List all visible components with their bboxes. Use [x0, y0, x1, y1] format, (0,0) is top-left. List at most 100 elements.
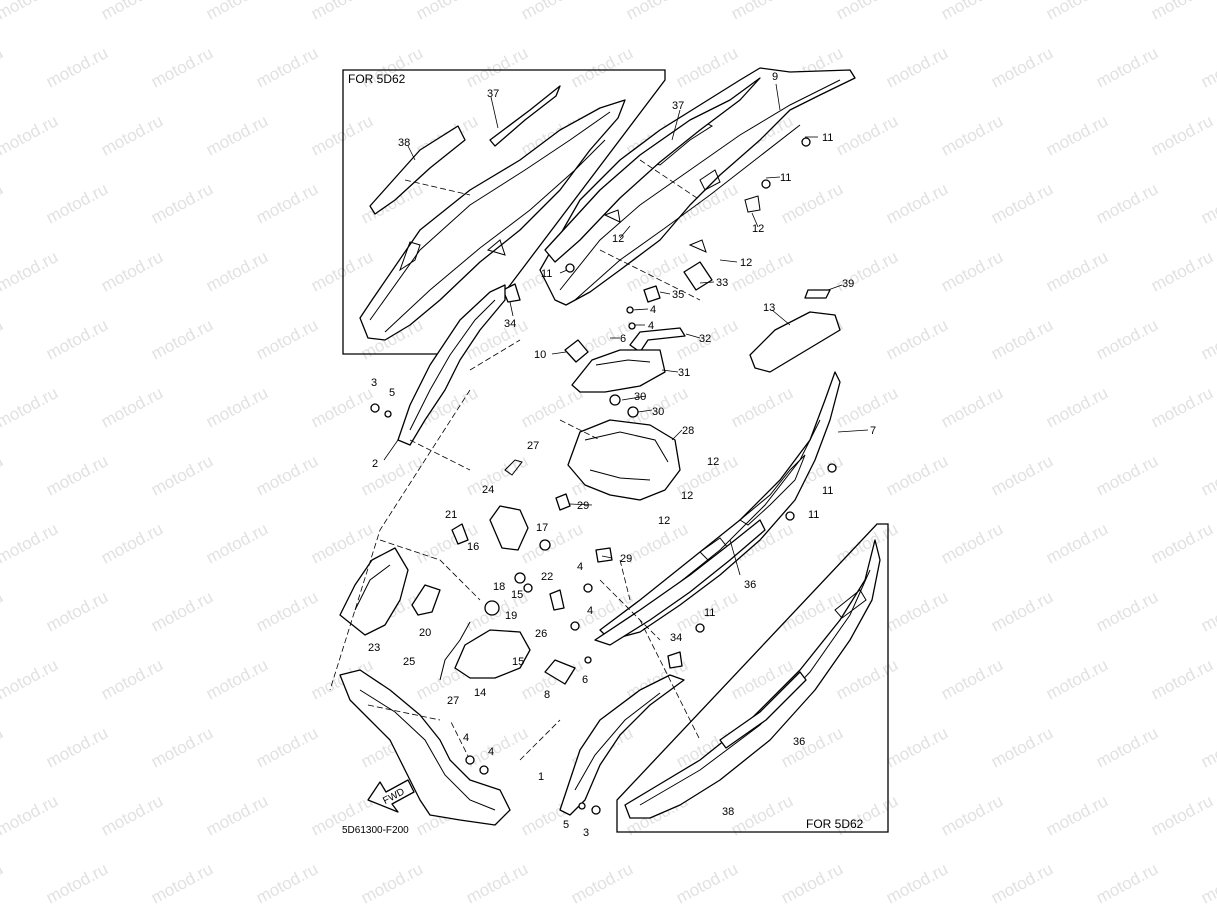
watermark-text: motod.ru	[98, 791, 166, 839]
part-19	[484, 600, 500, 616]
part-36	[594, 519, 766, 646]
watermark-text: motod.ru	[0, 859, 6, 907]
watermark-text: motod.ru	[1198, 315, 1217, 363]
callout-19: 19	[505, 610, 517, 622]
bolt-30-b	[627, 406, 639, 418]
callout-24: 24	[482, 484, 494, 496]
part-18	[514, 572, 526, 584]
watermark-text: motod.ru	[778, 179, 846, 227]
watermark-text: motod.ru	[1043, 519, 1111, 567]
part-24	[489, 505, 529, 551]
watermark-text: motod.ru	[148, 179, 216, 227]
watermark-text: motod.ru	[98, 247, 166, 295]
watermark-text: motod.ru	[1148, 0, 1216, 24]
watermark-text: motod.ru	[988, 859, 1056, 907]
callout-27: 27	[447, 695, 459, 707]
callout-28: 28	[682, 425, 694, 437]
watermark-text: motod.ru	[778, 859, 846, 907]
watermark-text: motod.ru	[883, 179, 951, 227]
watermark-text: motod.ru	[253, 43, 321, 91]
callout-5: 5	[563, 819, 569, 831]
watermark-text: motod.ru	[1043, 247, 1111, 295]
callout-14: 14	[474, 687, 486, 699]
clip-29-b	[595, 547, 613, 563]
watermark-text: motod.ru	[98, 519, 166, 567]
watermark-text: motod.ru	[148, 723, 216, 771]
watermark-text: motod.ru	[0, 383, 61, 431]
watermark-text: motod.ru	[833, 0, 901, 24]
watermark-text: motod.ru	[938, 111, 1006, 159]
callout-5: 5	[389, 387, 395, 399]
frame-label-bottom: FOR 5D62	[806, 817, 864, 831]
callout-2: 2	[372, 458, 378, 470]
inset-rear-cover	[624, 539, 881, 819]
watermark-text: motod.ru	[98, 383, 166, 431]
watermark-text: motod.ru	[43, 587, 111, 635]
watermark-text: motod.ru	[1043, 0, 1111, 24]
callout-13: 13	[763, 302, 775, 314]
part-27-top	[504, 459, 523, 476]
inset-frame-top-left	[342, 69, 666, 355]
callout-21: 21	[445, 509, 457, 521]
watermark-text: motod.ru	[1093, 451, 1161, 499]
watermark-text: motod.ru	[43, 723, 111, 771]
watermark-text: motod.ru	[728, 383, 796, 431]
watermark-text: motod.ru	[0, 791, 61, 839]
callout-22: 22	[541, 571, 553, 583]
frame-bottom-left	[339, 669, 511, 826]
watermark-text: motod.ru	[463, 451, 531, 499]
callout-12: 12	[707, 456, 719, 468]
watermark-text: motod.ru	[1198, 43, 1217, 91]
part-8	[544, 659, 576, 685]
watermark-text: motod.ru	[568, 43, 636, 91]
watermark-text: motod.ru	[988, 315, 1056, 363]
watermark-text: motod.ru	[1043, 655, 1111, 703]
watermark-text: motod.ru	[1093, 43, 1161, 91]
watermark-text: motod.ru	[0, 451, 6, 499]
callout-4: 4	[577, 561, 583, 573]
watermark-text: motod.ru	[883, 723, 951, 771]
watermark-text: motod.ru	[253, 723, 321, 771]
watermark-text: motod.ru	[1093, 587, 1161, 635]
callout-37: 37	[672, 100, 684, 112]
watermark-text: motod.ru	[0, 315, 6, 363]
watermark-text: motod.ru	[938, 383, 1006, 431]
watermark-text: motod.ru	[308, 0, 376, 24]
watermark-text: motod.ru	[0, 43, 6, 91]
frame-label-top: FOR 5D62	[348, 72, 406, 86]
callout-11: 11	[808, 509, 819, 521]
callout-37: 37	[487, 88, 499, 100]
watermark-text: motod.ru	[463, 43, 531, 91]
callout-6: 6	[582, 674, 588, 686]
watermark-text: motod.ru	[308, 247, 376, 295]
callout-15: 15	[511, 589, 523, 601]
watermark-text: motod.ru	[568, 859, 636, 907]
part-34-bottom	[667, 651, 683, 669]
watermark-text: motod.ru	[833, 655, 901, 703]
watermark-text: motod.ru	[0, 587, 6, 635]
watermark-text: motod.ru	[308, 111, 376, 159]
callout-18: 18	[493, 581, 505, 593]
part-17	[539, 539, 551, 551]
watermark-text: motod.ru	[1093, 179, 1161, 227]
watermark-text: motod.ru	[883, 315, 951, 363]
watermark-text: motod.ru	[43, 451, 111, 499]
watermark-text: motod.ru	[253, 315, 321, 363]
watermark-text: motod.ru	[518, 519, 586, 567]
watermark-text: motod.ru	[1148, 247, 1216, 295]
part-35	[643, 285, 661, 303]
watermark-text: motod.ru	[938, 791, 1006, 839]
watermark-text: motod.ru	[0, 179, 6, 227]
watermark-text: motod.ru	[0, 655, 61, 703]
diagram-code: 5D61300-F200	[342, 825, 409, 836]
part-34-top	[502, 283, 521, 303]
watermark-text: motod.ru	[518, 0, 586, 24]
bolt-30-a	[609, 394, 621, 406]
watermark-text: motod.ru	[308, 519, 376, 567]
callout-31: 31	[678, 367, 690, 379]
inset-part-37	[489, 85, 561, 147]
callout-7: 7	[870, 425, 876, 437]
watermark-text: motod.ru	[833, 111, 901, 159]
watermark-text: motod.ru	[1093, 315, 1161, 363]
